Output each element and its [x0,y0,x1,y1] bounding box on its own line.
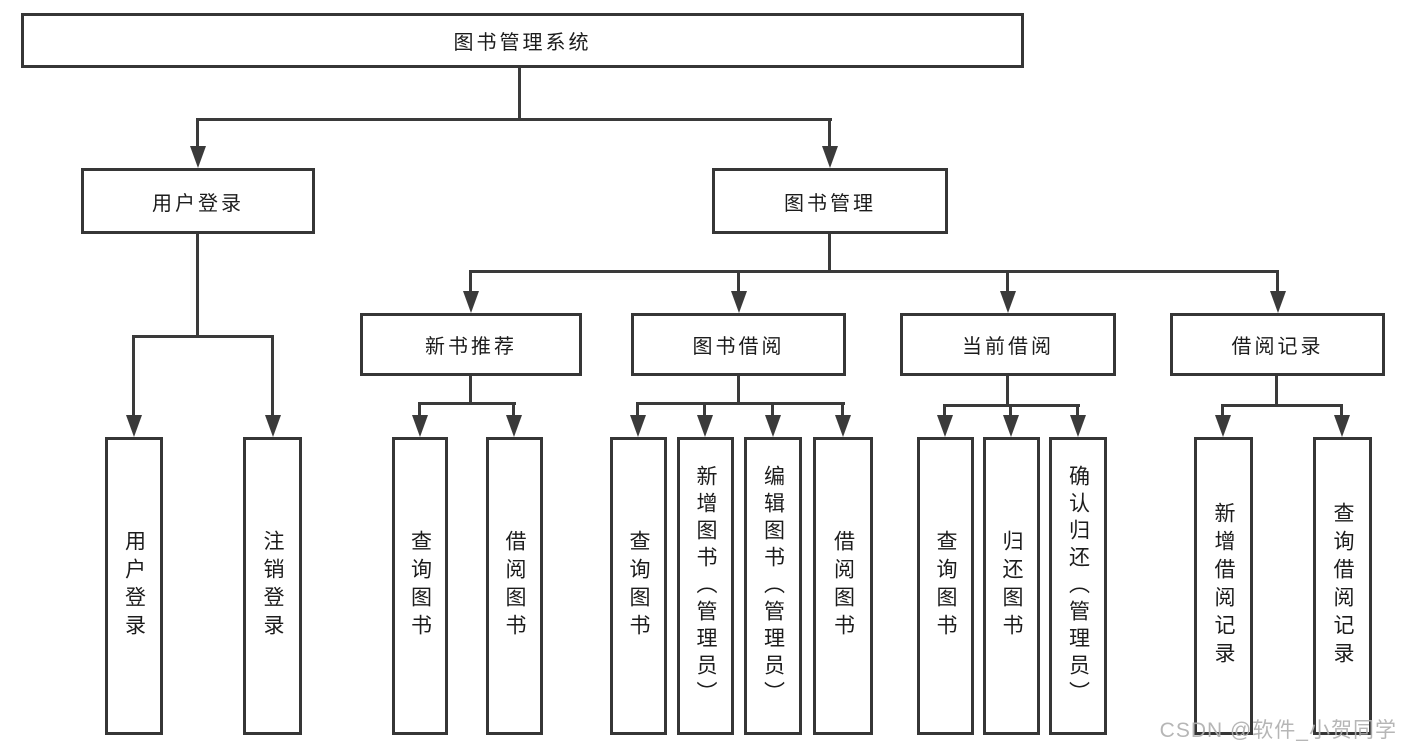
node-book-management-label: 图书管理 [784,192,876,215]
edge-stem-borrow-record [1276,272,1279,291]
leaf-query-books-1-label: 查询图书 [408,530,432,642]
node-borrow-record: 借阅记录 [1170,313,1385,376]
leaf-borrow-books-1: 借阅图书 [486,437,543,735]
leaf-logout-label: 注销登录 [261,530,284,642]
edge-book-management-stem [828,234,831,272]
edge-stem-leaf [771,404,774,415]
node-book-management: 图书管理 [712,168,948,234]
edge-stem-leaf [943,406,946,415]
leaf-borrow-books-1-label: 借阅图书 [503,530,526,642]
node-new-book-recommend-label: 新书推荐 [425,336,517,358]
node-current-borrow: 当前借阅 [900,313,1116,376]
edge-stem-book-management [828,120,831,148]
arrow-down-icon [937,415,953,437]
edge-stem-user-login [196,120,199,148]
node-root: 图书管理系统 [21,13,1024,68]
leaf-query-books-2: 查询图书 [610,437,667,735]
edge-borrow-record-stem [1275,376,1278,406]
arrow-down-icon [1215,415,1231,437]
leaf-query-books-3: 查询图书 [917,437,974,735]
node-new-book-recommend: 新书推荐 [360,313,582,376]
leaf-add-borrow-record: 新增借阅记录 [1194,437,1253,735]
arrow-down-icon [1003,415,1019,437]
node-user-login: 用户登录 [81,168,315,234]
leaf-user-login-label: 用户登录 [122,530,146,642]
node-book-borrow: 图书借阅 [631,313,846,376]
edge-current-borrow-branch [943,404,1080,407]
edge-stem-leaf-user-login [132,337,135,415]
arrow-down-icon [835,415,851,437]
edge-book-borrow-branch [636,402,845,405]
edge-borrow-record-branch [1221,404,1343,407]
edge-stem-leaf [1076,406,1079,415]
node-user-login-label: 用户登录 [152,192,244,215]
leaf-add-book-admin-label: 新增图书（管理员） [694,464,717,708]
leaf-logout: 注销登录 [243,437,302,735]
edge-stem-leaf [1009,406,1012,415]
arrow-down-icon [190,146,206,168]
leaf-query-borrow-record-label: 查询借阅记录 [1331,502,1354,670]
edge-stem-leaf [512,404,515,415]
node-borrow-record-label: 借阅记录 [1231,336,1324,358]
leaf-return-book-label: 归还图书 [1000,530,1023,642]
arrow-down-icon [1070,415,1086,437]
leaf-query-books-1: 查询图书 [392,437,448,735]
edge-book-management-branch [469,270,1279,273]
edge-root-branch [196,118,832,121]
csdn-watermark: CSDN @软件_小贺同学 [1159,719,1397,742]
node-book-borrow-label: 图书借阅 [692,336,785,358]
leaf-query-books-3-label: 查询图书 [934,530,957,642]
leaf-query-borrow-record: 查询借阅记录 [1313,437,1372,735]
arrow-down-icon [765,415,781,437]
leaf-borrow-books-2: 借阅图书 [813,437,873,735]
edge-stem-leaf [1340,406,1343,415]
edge-user-login-branch [132,335,274,338]
edge-stem-leaf [636,404,639,415]
arrow-down-icon [126,415,142,437]
edge-stem-current-borrow [1006,272,1009,291]
node-current-borrow-label: 当前借阅 [962,336,1054,358]
arrow-down-icon [412,415,428,437]
edge-stem-book-borrow [737,272,740,291]
leaf-edit-book-admin: 编辑图书（管理员） [744,437,802,735]
leaf-edit-book-admin-label: 编辑图书（管理员） [761,464,785,708]
arrow-down-icon [506,415,522,437]
edge-new-book-recommend-branch [418,402,516,405]
edge-stem-leaf [1221,406,1224,415]
leaf-confirm-return-admin: 确认归还（管理员） [1049,437,1107,735]
node-root-label: 图书管理系统 [453,32,592,54]
edge-stem-leaf [703,404,706,415]
arrow-down-icon [1000,291,1016,313]
edge-stem-leaf [841,404,844,415]
arrow-down-icon [265,415,281,437]
edge-stem-leaf-logout [271,337,274,415]
edge-stem-leaf [418,404,421,415]
arrow-down-icon [463,291,479,313]
leaf-confirm-return-admin-label: 确认归还（管理员） [1066,464,1090,708]
leaf-add-borrow-record-label: 新增借阅记录 [1212,502,1235,670]
edge-current-borrow-stem [1006,376,1009,406]
leaf-return-book: 归还图书 [983,437,1040,735]
edge-user-login-stem [196,234,199,337]
edge-book-borrow-stem [737,376,740,404]
edge-new-book-recommend-stem [469,376,472,404]
edge-root-stem [518,68,521,120]
arrow-down-icon [731,291,747,313]
arrow-down-icon [697,415,713,437]
leaf-query-books-2-label: 查询图书 [627,530,650,642]
leaf-borrow-books-2-label: 借阅图书 [831,530,855,642]
edge-stem-new-book-recommend [469,272,472,291]
leaf-add-book-admin: 新增图书（管理员） [677,437,734,735]
leaf-user-login: 用户登录 [105,437,163,735]
arrow-down-icon [822,146,838,168]
arrow-down-icon [630,415,646,437]
arrow-down-icon [1334,415,1350,437]
arrow-down-icon [1270,291,1286,313]
